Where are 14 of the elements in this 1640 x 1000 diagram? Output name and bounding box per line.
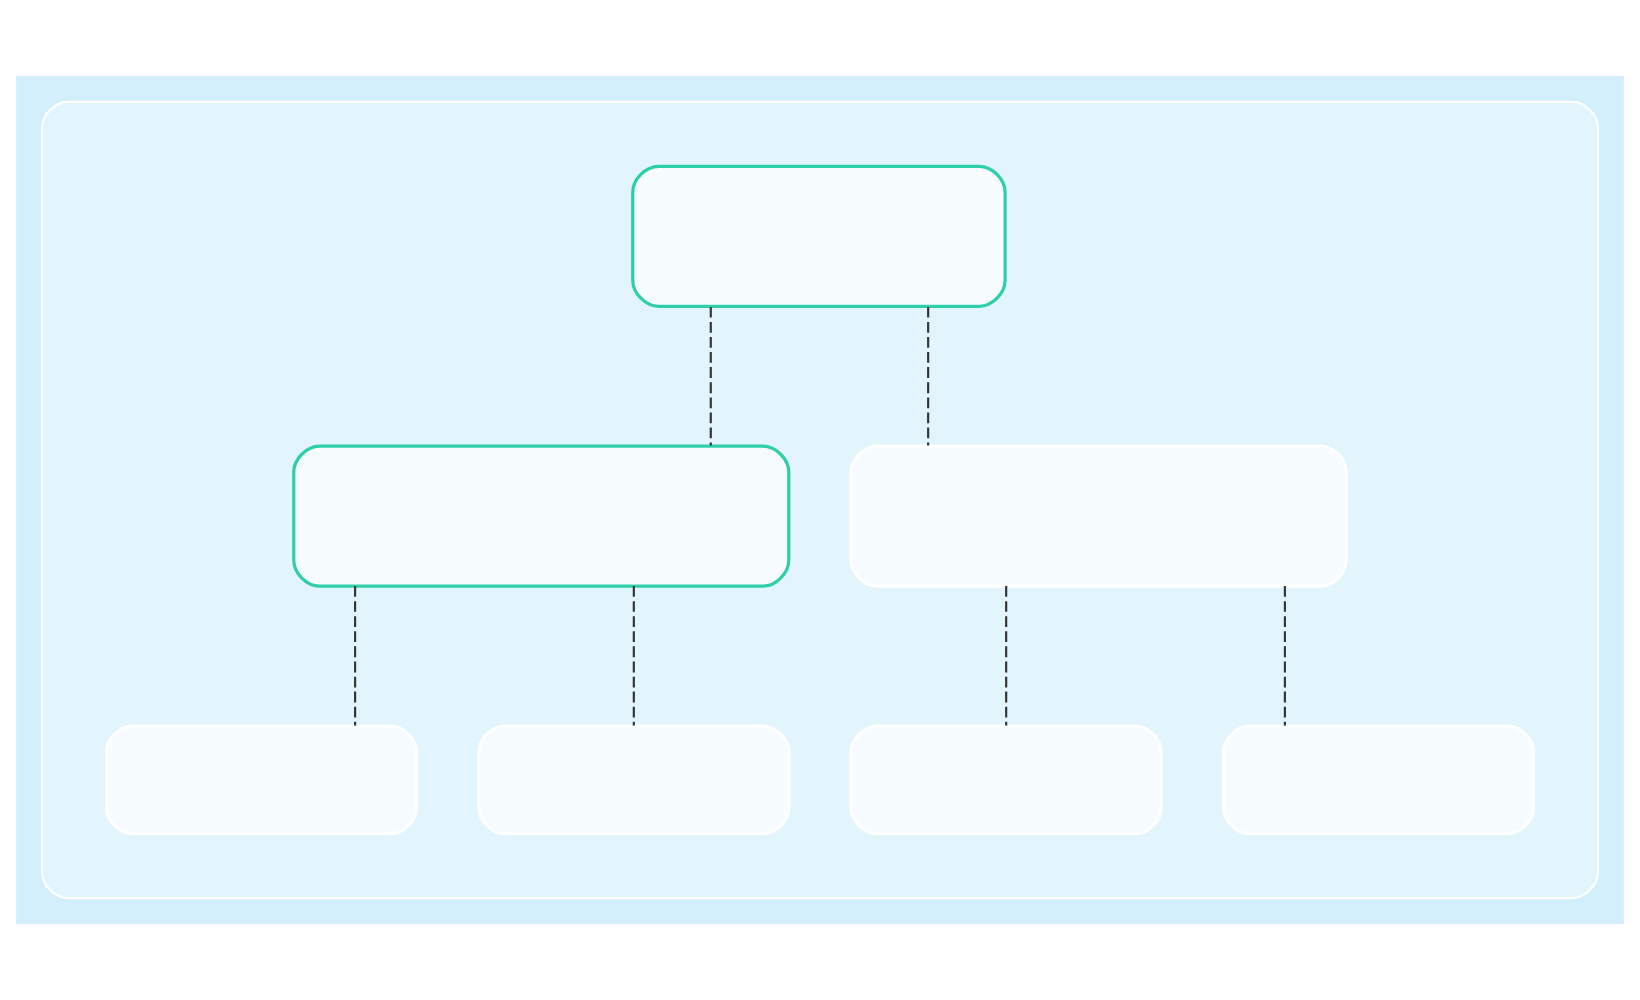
node-box xyxy=(849,444,1348,588)
connector xyxy=(354,586,357,726)
connector xyxy=(1283,586,1286,726)
node-box xyxy=(477,724,791,836)
node-box xyxy=(631,164,1007,308)
node-box xyxy=(849,724,1163,836)
connector xyxy=(1005,586,1008,726)
node-box xyxy=(104,724,419,836)
connector xyxy=(709,306,712,446)
node-box xyxy=(1221,724,1536,836)
connector xyxy=(927,306,930,446)
cluster xyxy=(40,100,1600,900)
node-box xyxy=(292,444,791,588)
connector xyxy=(632,586,635,726)
